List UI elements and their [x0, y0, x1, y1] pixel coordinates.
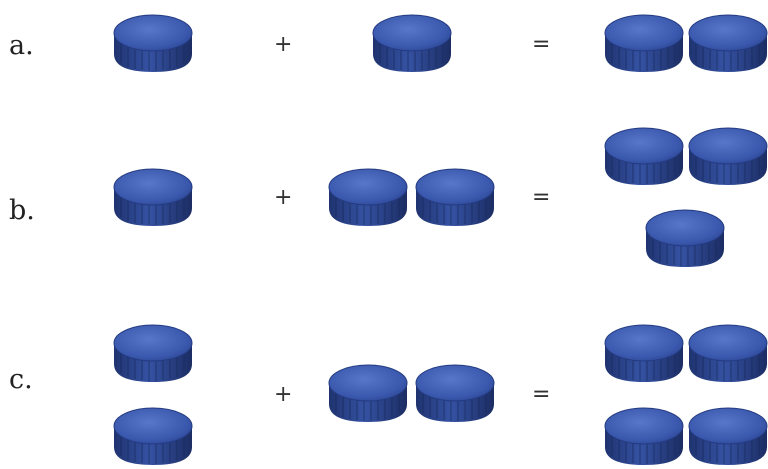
bottle-cap-icon — [602, 322, 686, 384]
bottle-cap-icon — [413, 166, 497, 228]
bottle-cap-icon — [111, 166, 195, 228]
row-b-label: b. — [9, 195, 35, 226]
bottle-cap-icon — [326, 166, 410, 228]
bottle-cap-icon — [686, 322, 768, 384]
bottle-cap-icon — [686, 405, 768, 467]
bottle-cap-icon — [643, 207, 727, 269]
bottle-cap-icon — [686, 125, 768, 187]
bottle-cap-icon — [602, 125, 686, 187]
equals-sign: = — [532, 32, 551, 57]
row-a-label: a. — [9, 30, 34, 61]
bottle-cap-icon — [326, 362, 410, 424]
bottle-cap-icon — [111, 322, 195, 384]
bottle-cap-icon — [370, 12, 454, 74]
equals-sign: = — [532, 185, 551, 210]
bottle-cap-icon — [111, 405, 195, 467]
plus-sign: + — [274, 32, 293, 57]
bottle-cap-icon — [686, 12, 768, 74]
row-c-label: c. — [9, 364, 33, 395]
bottle-cap-icon — [602, 12, 686, 74]
bottle-cap-icon — [111, 12, 195, 74]
equals-sign: = — [532, 382, 551, 407]
bottle-cap-icon — [413, 362, 497, 424]
plus-sign: + — [274, 185, 293, 210]
plus-sign: + — [274, 382, 293, 407]
bottle-cap-icon — [602, 405, 686, 467]
